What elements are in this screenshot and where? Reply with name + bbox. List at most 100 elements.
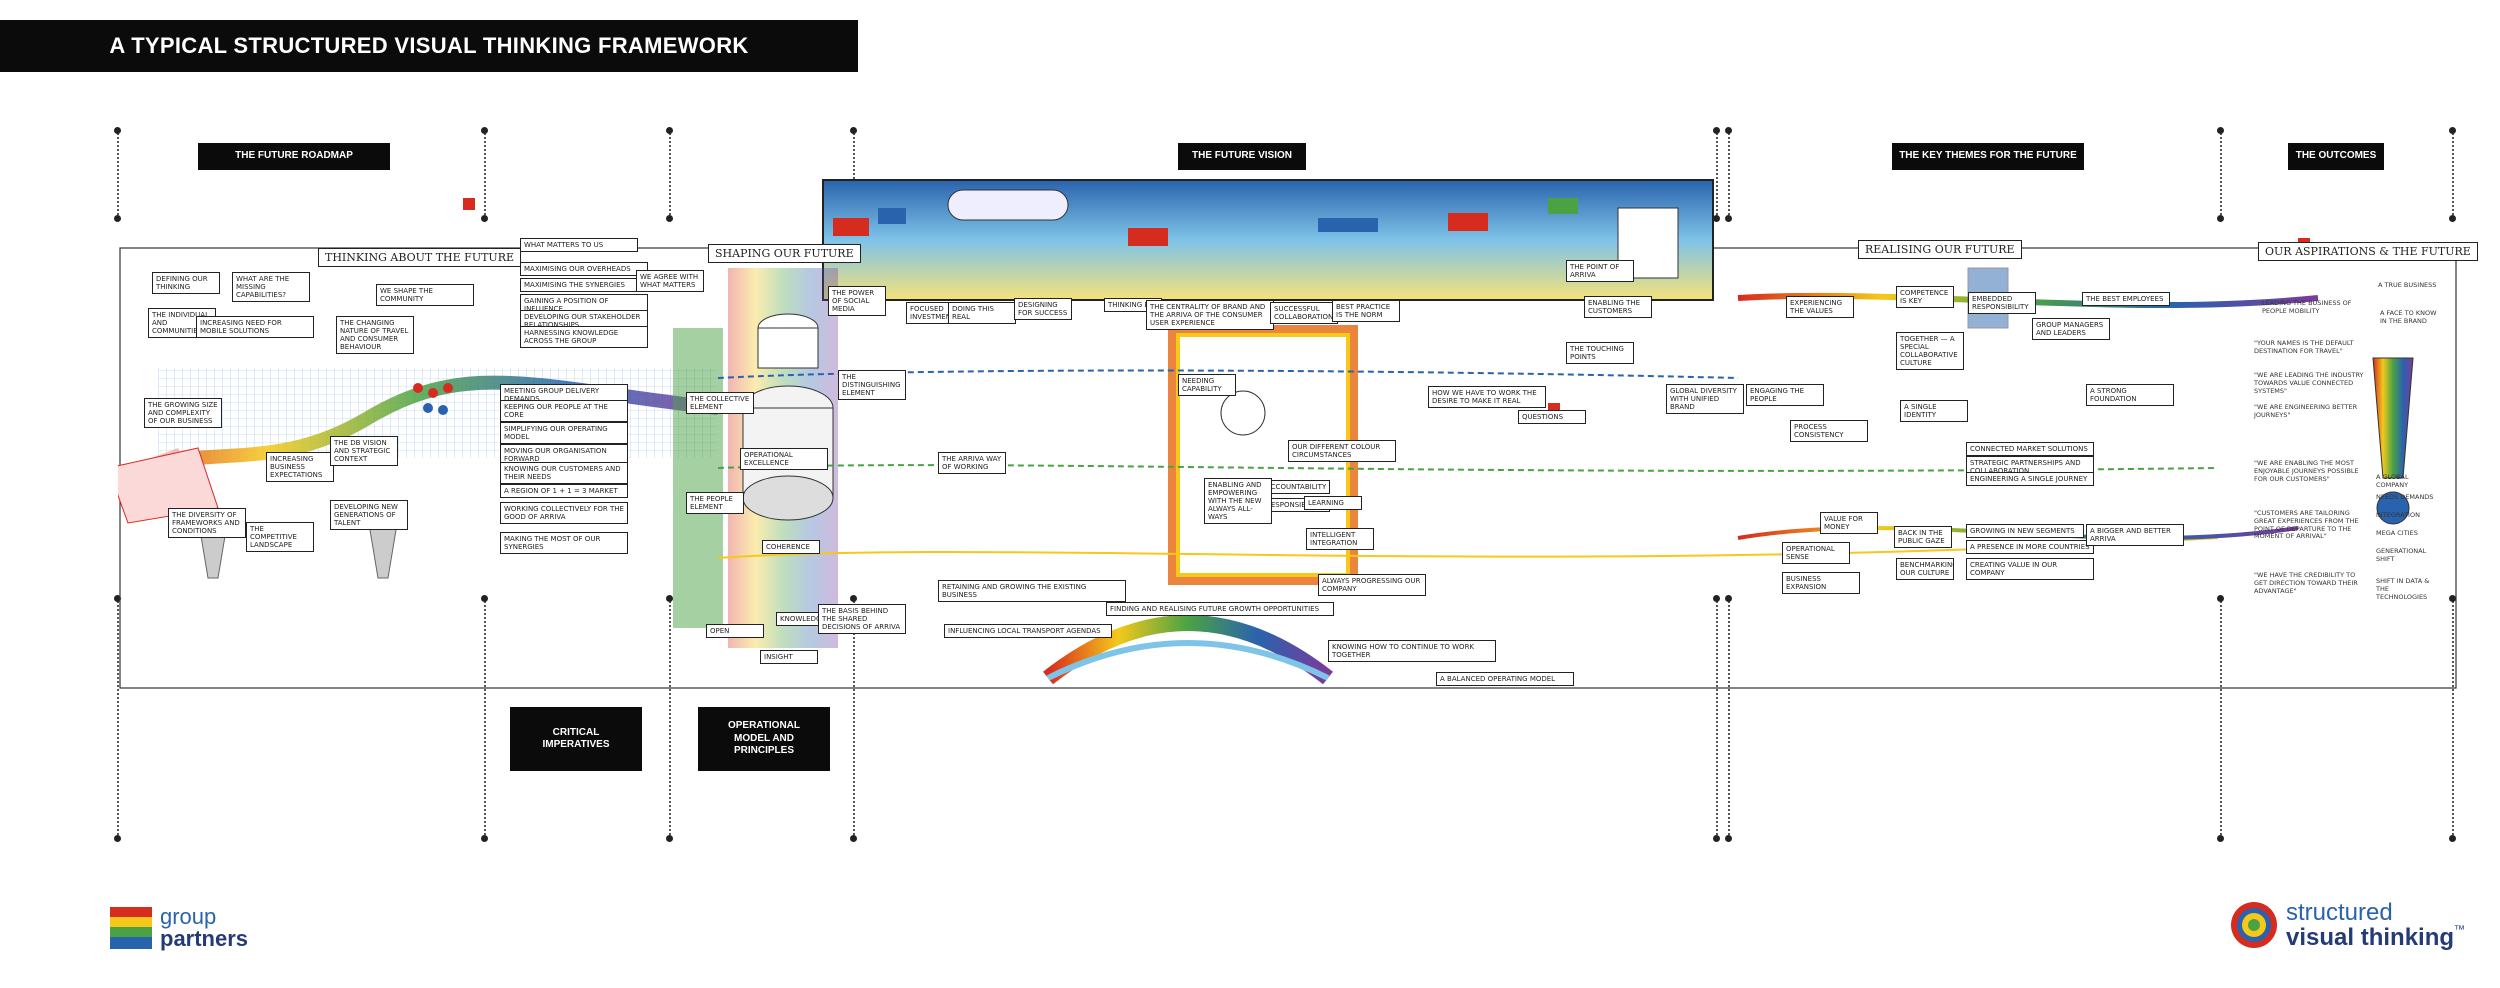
- roadmap-card-1: WHAT ARE THE MISSING CAPABILITIES?: [232, 272, 310, 303]
- label-future-vision: THE FUTURE VISION: [1178, 143, 1306, 170]
- outcome-card-5: "WE ARE ENGINEERING BETTER JOURNEYS": [2254, 403, 2358, 419]
- vision-card-24: FINDING AND REALISING FUTURE GROWTH OPPO…: [1106, 602, 1334, 617]
- roadmap-card-10: THE COMPETITIVE LANDSCAPE: [246, 522, 314, 553]
- theme-card-3: EMBEDDED RESPONSIBILITY: [1968, 292, 2036, 315]
- divider-line: [484, 598, 486, 838]
- divider-line: [853, 130, 855, 218]
- vision-card-20: ENABLING AND EMPOWERING WITH THE NEW ALW…: [1204, 478, 1272, 525]
- roadmap-card-9: THE DIVERSITY OF FRAMEWORKS AND CONDITIO…: [168, 508, 246, 539]
- roadmap-card-6: THE GROWING SIZE AND COMPLEXITY OF OUR B…: [144, 398, 222, 429]
- theme-card-1: COMPETENCE IS KEY: [1896, 286, 1954, 309]
- vision-card-6: THE CENTRALITY OF BRAND AND THE ARRIVA O…: [1146, 300, 1274, 331]
- vision-card-27: A BALANCED OPERATING MODEL: [1436, 672, 1574, 687]
- outcome-card-4: "WE ARE LEADING THE INDUSTRY TOWARDS VAL…: [2254, 371, 2364, 395]
- header-thinking-future: THINKING ABOUT THE FUTURE: [318, 248, 522, 267]
- theme-card-5: THE BEST EMPLOYEES: [2082, 292, 2170, 307]
- imperative-card-8: SIMPLIFYING OUR OPERATING MODEL: [500, 422, 628, 445]
- divider-line: [1716, 130, 1718, 218]
- theme-card-10: PROCESS CONSISTENCY: [1790, 420, 1868, 443]
- roadmap-card-7: INCREASING BUSINESS EXPECTATIONS: [266, 452, 334, 483]
- theme-card-13: ENGINEERING A SINGLE JOURNEY: [1966, 472, 2094, 487]
- outcome-card-7: "CUSTOMERS ARE TAILORING GREAT EXPERIENC…: [2254, 509, 2359, 541]
- vision-card-26: KNOWING HOW TO CONTINUE TO WORK TOGETHER: [1328, 640, 1496, 663]
- divider-dot: [666, 595, 673, 602]
- divider-line: [117, 598, 119, 838]
- vision-card-0: THE POWER OF SOCIAL MEDIA: [828, 286, 886, 317]
- label-outcomes: THE OUTCOMES: [2288, 143, 2384, 170]
- divider-dot: [2449, 835, 2456, 842]
- theme-card-9: A STRONG FOUNDATION: [2086, 384, 2174, 407]
- divider-dot: [481, 835, 488, 842]
- operational-card-6: INSIGHT: [760, 650, 818, 665]
- roadmap-card-11: DEVELOPING NEW GENERATIONS OF TALENT: [330, 500, 408, 531]
- theme-card-17: GROWING IN NEW SEGMENTS: [1966, 524, 2084, 539]
- vision-card-18: ACCOUNTABILITY: [1262, 480, 1330, 495]
- theme-card-14: VALUE FOR MONEY: [1820, 512, 1878, 535]
- vision-card-13: THE ARRIVA WAY OF WORKING: [938, 452, 1006, 475]
- divider-dot: [2449, 127, 2456, 134]
- vision-person-head: [1220, 390, 1266, 436]
- divider-line: [669, 130, 671, 218]
- divider-dot: [1725, 127, 1732, 134]
- theme-card-6: GLOBAL DIVERSITY WITH UNIFIED BRAND: [1666, 384, 1744, 415]
- divider-line: [669, 598, 671, 838]
- theme-card-18: A PRESENCE IN MORE COUNTRIES: [1966, 540, 2094, 555]
- vision-card-8: BEST PRACTICE IS THE NORM: [1332, 300, 1400, 323]
- vision-card-22: ALWAYS PROGRESSING OUR COMPANY: [1318, 574, 1426, 597]
- vision-card-1: THE DISTINGUISHING ELEMENT: [838, 370, 906, 401]
- outcome-card-13: GENERATIONAL SHIFT: [2376, 547, 2427, 563]
- divider-dot: [2449, 595, 2456, 602]
- operational-card-4: COHERENCE: [762, 540, 820, 555]
- theme-card-20: A BIGGER AND BETTER ARRIVA: [2086, 524, 2184, 547]
- theme-card-16: BACK IN THE PUBLIC GAZE: [1894, 526, 1952, 549]
- outcome-card-2: A FACE TO KNOW IN THE BRAND: [2380, 309, 2437, 325]
- divider-line: [1716, 598, 1718, 838]
- divider-line: [484, 130, 486, 218]
- logo-right-line1: structured: [2286, 899, 2393, 926]
- divider-dot: [666, 127, 673, 134]
- imperative-card-2: MAXIMISING THE SYNERGIES: [520, 278, 648, 293]
- header-aspirations: OUR ASPIRATIONS & THE FUTURE: [2258, 242, 2478, 261]
- divider-dot: [114, 127, 121, 134]
- theme-card-11: CONNECTED MARKET SOLUTIONS: [1966, 442, 2094, 457]
- divider-line: [2452, 130, 2454, 218]
- vision-card-4: DESIGNING FOR SUCCESS: [1014, 298, 1072, 321]
- divider-line: [2452, 598, 2454, 838]
- divider-dot: [1713, 595, 1720, 602]
- outcome-card-8: "WE HAVE THE CREDIBILITY TO GET DIRECTIO…: [2254, 571, 2358, 595]
- logo-right-tm: ™: [2454, 924, 2466, 937]
- divider-dot: [1713, 835, 1720, 842]
- theme-card-8: A SINGLE IDENTITY: [1900, 400, 1968, 423]
- outcomes-exclamation: [2372, 357, 2414, 479]
- vision-card-14: HOW WE HAVE TO WORK THE DESIRE TO MAKE I…: [1428, 386, 1546, 409]
- operational-card-1: THE COLLECTIVE ELEMENT: [686, 392, 754, 415]
- divider-line: [853, 598, 855, 838]
- divider-dot: [2449, 215, 2456, 222]
- label-operational-model: OPERATIONAL MODEL AND PRINCIPLES: [698, 707, 830, 771]
- header-shaping-future: SHAPING OUR FUTURE: [708, 244, 861, 263]
- logo-right-line2: visual thinking: [2286, 924, 2455, 952]
- roadmap-card-0: DEFINING OUR THINKING: [152, 272, 220, 295]
- vision-card-12: NEEDING CAPABILITY: [1178, 374, 1236, 397]
- imperative-card-0: WHAT MATTERS TO US: [520, 238, 638, 253]
- vision-card-16: OUR DIFFERENT COLOUR CIRCUMSTANCES: [1288, 440, 1396, 463]
- vision-card-23: RETAINING AND GROWING THE EXISTING BUSIN…: [938, 580, 1126, 603]
- group-partners-logo: group partners: [110, 906, 248, 950]
- outcome-card-0: A TRUE BUSINESS: [2378, 281, 2437, 289]
- roadmap-card-2: WE SHAPE THE COMMUNITY: [376, 284, 474, 307]
- theme-card-19: CREATING VALUE IN OUR COMPANY: [1966, 558, 2094, 581]
- theme-card-0: EXPERIENCING THE VALUES: [1786, 296, 1854, 319]
- theme-card-7: ENGAGING THE PEOPLE: [1746, 384, 1824, 407]
- divider-dot: [114, 215, 121, 222]
- divider-dot: [2217, 835, 2224, 842]
- theme-card-22: BENCHMARKING OUR CULTURE: [1896, 558, 1954, 581]
- divider-dot: [1725, 835, 1732, 842]
- label-key-themes: THE KEY THEMES FOR THE FUTURE: [1892, 143, 2084, 170]
- divider-dot: [666, 835, 673, 842]
- vision-card-3: DOING THIS REAL: [948, 302, 1016, 325]
- operational-card-0: WE AGREE WITH WHAT MATTERS: [636, 270, 704, 293]
- divider-dot: [481, 127, 488, 134]
- roadmap-card-5: THE CHANGING NATURE OF TRAVEL AND CONSUM…: [336, 316, 414, 355]
- roadmap-grid-panel: [158, 368, 718, 458]
- page-title: A TYPICAL STRUCTURED VISUAL THINKING FRA…: [0, 20, 858, 72]
